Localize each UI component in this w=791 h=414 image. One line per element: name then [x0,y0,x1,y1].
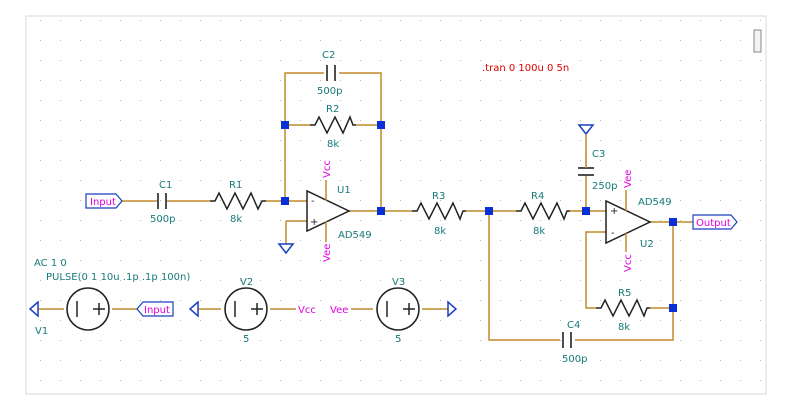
c2-value: 500p [317,86,342,97]
svg-text:+: + [610,206,618,217]
u1-ref: U1 [337,185,351,196]
c4-value: 500p [562,354,587,365]
v1-ac-spec: AC 1 0 [34,258,67,269]
svg-text:-: - [611,228,615,239]
net-flag-output[interactable]: Output [692,214,738,230]
voltage-source-v2[interactable] [224,287,268,331]
resistor-r3[interactable] [412,201,466,221]
net-flag-output-label: Output [696,218,731,229]
ground-symbol-u1 [277,243,295,255]
r2-ref: R2 [326,104,339,115]
u1-model: AD549 [338,230,372,241]
v3-ref: V3 [392,277,405,288]
v3-vee-label: Vee [330,305,348,316]
svg-text:-: - [311,196,315,207]
r1-ref: R1 [229,180,242,191]
spice-command[interactable]: .tran 0 100u 0 5n [482,63,569,74]
u2-ref: U2 [640,239,654,250]
net-flag-input-left[interactable]: Input [85,193,123,209]
wires [38,72,693,341]
schematic-sheet [25,15,767,395]
resistor-r4[interactable] [516,201,570,221]
u1-vee-label: Vee [322,244,333,262]
u2-vcc-label: Vcc [623,254,634,272]
c1-value: 500p [150,214,175,225]
net-flag-input-v1-label: Input [144,305,170,316]
r1-value: 8k [230,214,242,225]
c2-ref: C2 [322,50,335,61]
r3-ref: R3 [432,191,445,202]
net-flag-input-v1[interactable]: Input [136,301,174,317]
voltage-source-v1[interactable] [66,287,110,331]
v3-value: 5 [395,334,401,345]
ground-symbol-c3 [577,124,595,136]
v2-ref: V2 [240,277,253,288]
capacitor-c1[interactable] [157,193,167,209]
junction-nodes [281,121,677,312]
ground-symbol-v1 [28,300,39,318]
c1-ref: C1 [159,180,172,191]
c3-ref: C3 [592,149,605,160]
voltage-source-v3[interactable] [376,287,420,331]
svg-text:+: + [310,217,318,228]
v2-vcc-label: Vcc [298,305,316,316]
capacitor-c2[interactable] [326,65,336,81]
c3-value: 250p [592,181,617,192]
net-flag-input-left-label: Input [90,197,116,208]
u1-vcc-label: Vcc [322,160,333,178]
resistor-r2[interactable] [310,115,356,135]
u2-model: AD549 [638,197,672,208]
ground-symbol-v3 [447,300,458,318]
r4-ref: R4 [531,191,544,202]
resistor-r1[interactable] [210,191,266,211]
resistor-r5[interactable] [596,298,650,318]
v1-ref: V1 [35,326,48,337]
r3-value: 8k [434,226,446,237]
r5-value: 8k [618,322,630,333]
u2-vee-label: Vee [623,170,634,188]
c4-ref: C4 [567,320,580,331]
v2-value: 5 [243,334,249,345]
capacitor-c4[interactable] [562,332,572,348]
vertical-scroll-handle[interactable] [753,29,762,53]
capacitor-c3[interactable] [578,150,594,176]
r5-ref: R5 [618,288,631,299]
opamp-u2[interactable]: + - [605,190,652,252]
r2-value: 8k [327,139,339,150]
r4-value: 8k [533,226,545,237]
ground-symbol-v2 [188,300,199,318]
opamp-u1[interactable]: - + [306,180,351,242]
v1-pulse-spec: PULSE(0 1 10u .1p .1p 100n) [46,272,190,283]
